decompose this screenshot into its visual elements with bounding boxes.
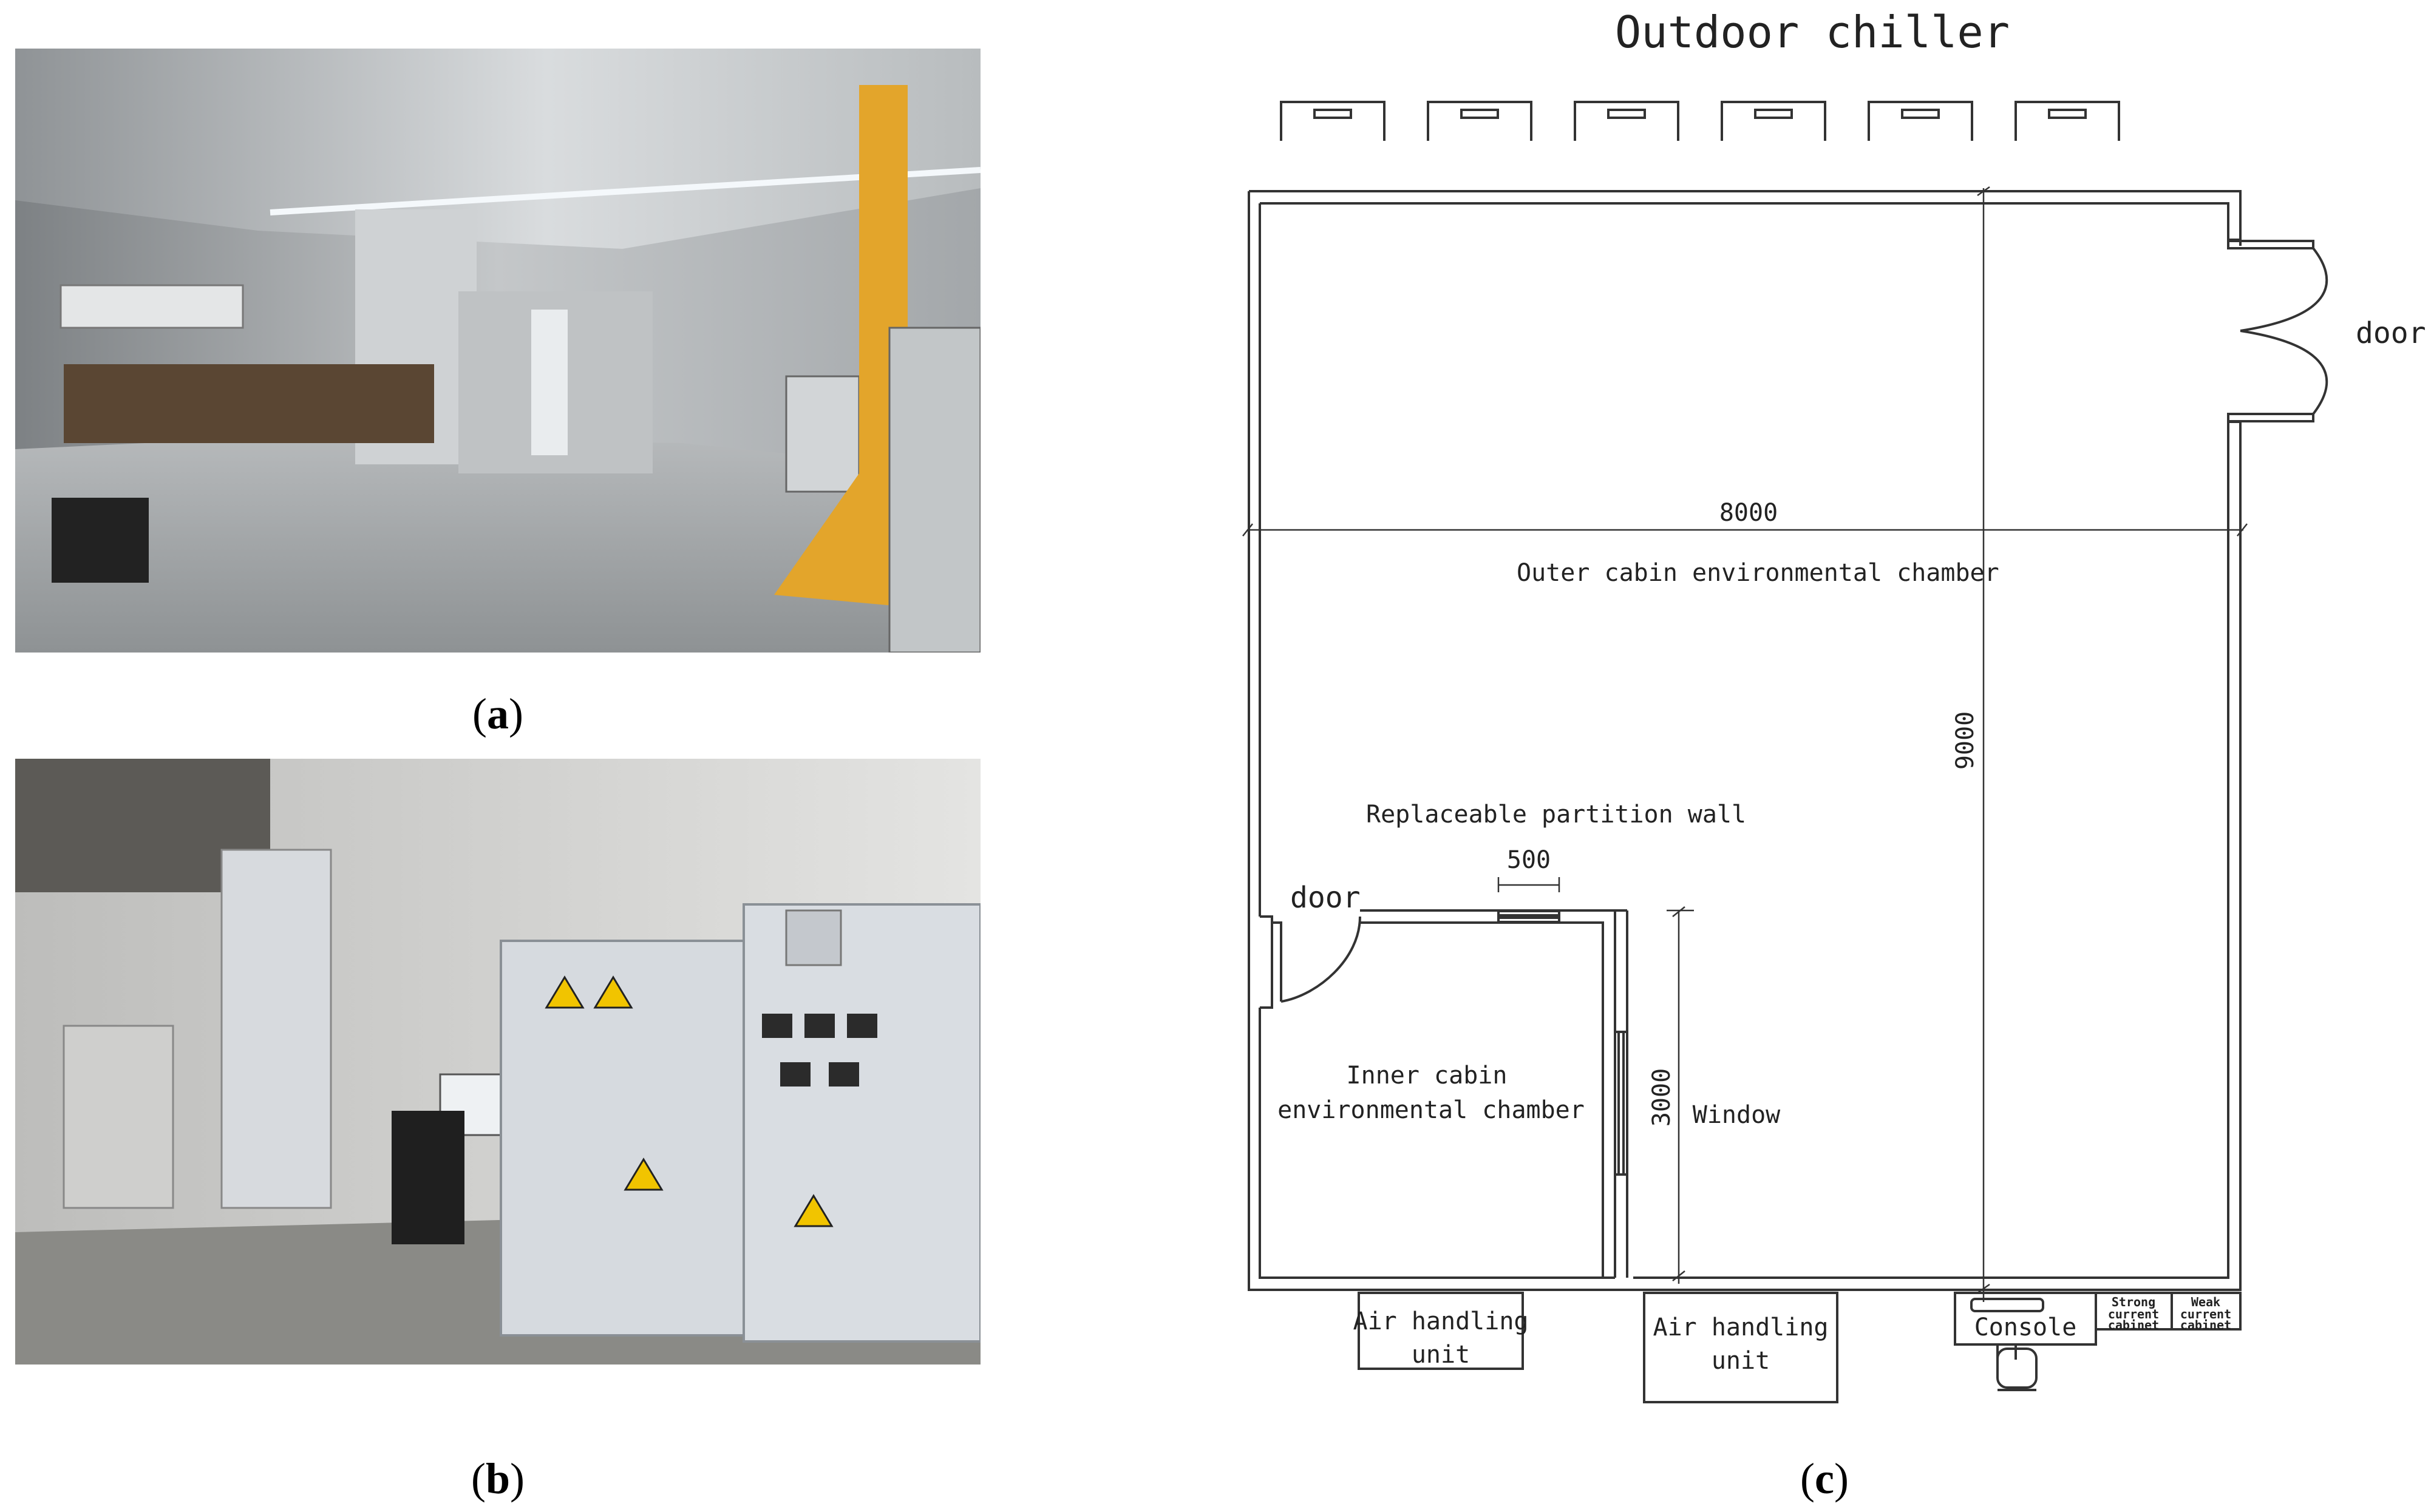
strong-cabinet-label-1: Strong [2112,1295,2155,1309]
ahu2-label-line1: Air handling [1653,1314,1829,1341]
window-dimension-label: 3000 [1648,1068,1676,1127]
left-door [1260,915,1361,1009]
photo-a-yellow-lift [774,85,908,607]
photo-a-air-vent [59,284,244,329]
door-right-label: door [2356,316,2426,350]
partition-dimension-label: 500 [1507,846,1551,874]
photo-a-chair [52,498,149,583]
partition-wall-label: Replaceable partition wall [1366,801,1746,829]
weak-cabinet-label-3: cabinet [2180,1318,2231,1332]
photo-b-warning-sign-4 [794,1194,834,1227]
strong-cabinet-label-3: cabinet [2108,1318,2159,1332]
width-dimension-label: 8000 [1719,499,1778,527]
inner-cabin-label-line2: environmental chamber [1277,1096,1585,1124]
photo-b-controller-2 [804,1014,835,1038]
caption-b: (b) [471,1454,525,1503]
photo-b-illustration [15,759,981,1365]
photo-a-test-bench [64,364,434,443]
photo-a-outer-chamber-interior [15,49,981,653]
height-dimension-line [1977,186,1990,1302]
console [1954,1292,2097,1391]
outdoor-chiller-label: Outdoor chiller [1615,7,2010,58]
inner-cabin-label-line1: Inner cabin [1347,1062,1508,1090]
photo-b-chair [392,1111,464,1244]
photo-b-controller-5 [829,1062,859,1087]
photo-b-cabinet-vent [785,909,842,966]
caption-a: (a) [472,690,523,738]
photo-b-cabinet-right [743,903,981,1343]
floor-plan-labels: Outdoor chiller door 8000 Outer cabin en… [1277,7,2426,1375]
outdoor-chiller-units [1280,101,2120,141]
strong-cabinet-label-2: current [2108,1307,2159,1321]
ahu1-label-line1: Air handling [1353,1307,1529,1335]
partition-wall-segment [1497,910,1560,923]
air-handling-unit-1 [1358,1292,1524,1370]
photo-b-air-handler [220,849,332,1209]
outer-chamber-label: Outer cabin environmental chamber [1517,559,1999,587]
window-label: Window [1693,1101,1781,1129]
photo-b-water-tank [63,1025,174,1209]
height-dimension-label: 9000 [1951,711,1979,770]
photo-b-controller-4 [780,1062,811,1087]
partition-dimension-line [1497,877,1560,892]
window-dimension-line [1667,906,1694,1284]
door-left-label: door [1290,881,1361,915]
photo-a-cabinet [888,327,981,653]
photo-b-warning-sign-3 [624,1158,664,1191]
photo-b-controller-1 [762,1014,792,1038]
width-dimension-line [1242,523,2248,537]
caption-c: (c) [1800,1454,1849,1503]
right-door [2227,239,2328,423]
photo-a-floor [15,437,981,653]
photo-a-door [531,310,568,455]
photo-b-warning-sign-1 [545,975,585,1009]
photo-b-warning-sign-2 [593,975,633,1009]
inner-cabin-wall [1360,909,1628,1278]
console-label: Console [1974,1314,2077,1341]
outer-wall [1248,190,2242,1291]
photo-b-control-cabinets [15,759,981,1365]
photo-b-controller-3 [847,1014,877,1038]
photo-a-illustration [15,49,981,653]
weak-cabinet-label-1: Weak [2191,1295,2220,1309]
window [1614,1031,1628,1176]
photo-a-ceiling [15,49,981,249]
photo-a-side-panel [785,375,860,493]
air-handling-unit-2 [1643,1292,1838,1403]
ahu2-label-line2: unit [1712,1347,1770,1375]
weak-cabinet-label-2: current [2180,1307,2231,1321]
ahu1-label-line2: unit [1412,1341,1470,1369]
weak-current-cabinet [2171,1292,2242,1331]
